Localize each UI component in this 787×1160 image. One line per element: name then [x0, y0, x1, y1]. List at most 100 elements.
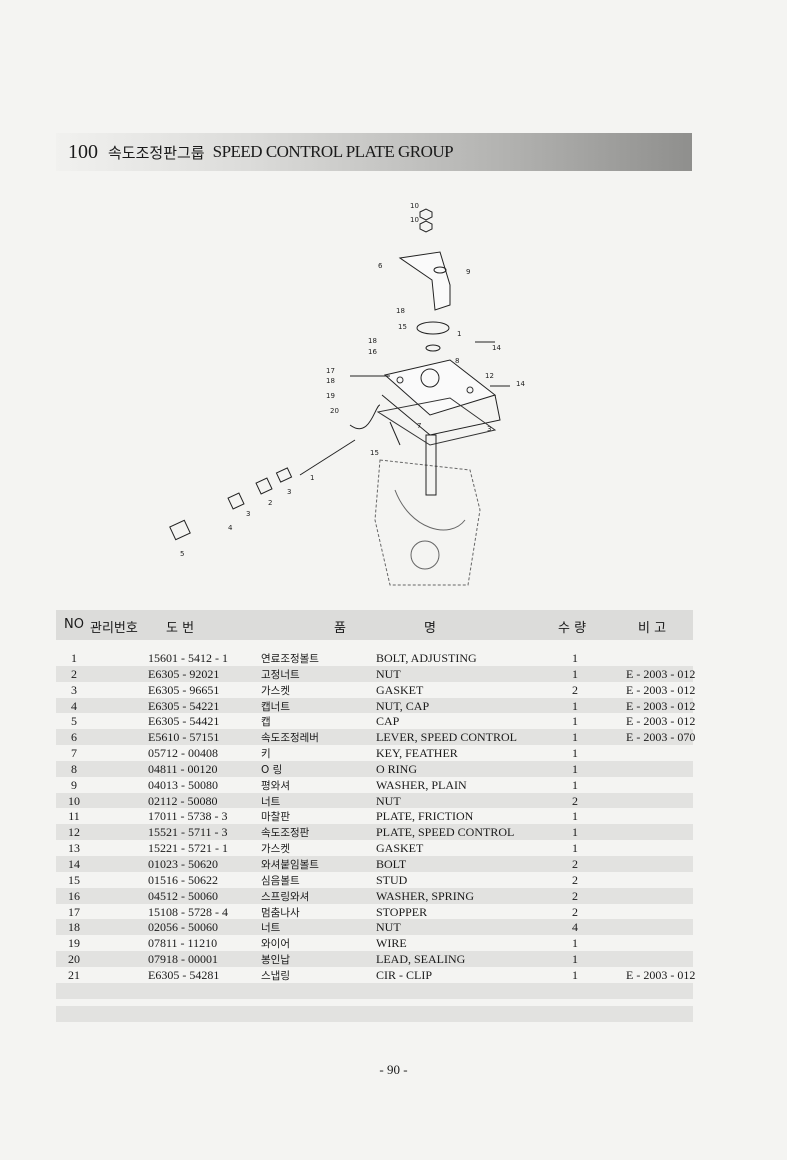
quantity: 4 [572, 920, 578, 935]
remark: E - 2003 - 012 [626, 967, 696, 982]
svg-text:12: 12 [485, 372, 494, 380]
row-number: 21 [68, 967, 80, 982]
svg-text:5: 5 [180, 550, 184, 558]
part-number: E6305 - 54421 [148, 714, 220, 729]
svg-text:1: 1 [310, 474, 314, 482]
part-name-english: STUD [376, 872, 408, 887]
remark: E - 2003 - 012 [626, 714, 696, 729]
part-number: 04811 - 00120 [148, 761, 218, 776]
part-number: E6305 - 54281 [148, 967, 220, 982]
page-number: - 90 - [379, 1062, 408, 1077]
part-number: E5610 - 57151 [148, 730, 220, 745]
part-name-korean: 가스켓 [261, 684, 290, 697]
row-number: 3 [71, 682, 77, 697]
part-name-korean: 고정너트 [261, 668, 300, 681]
quantity: 2 [572, 682, 578, 697]
part-name-english: KEY, FEATHER [376, 746, 458, 761]
row-number: 7 [71, 746, 77, 761]
part-name-english: LEAD, SEALING [376, 952, 466, 967]
svg-text:20: 20 [330, 407, 339, 415]
quantity: 1 [572, 746, 578, 761]
part-name-english: NUT, CAP [376, 698, 430, 713]
quantity: 1 [572, 698, 578, 713]
row-number: 20 [68, 952, 80, 967]
svg-text:2: 2 [268, 499, 272, 507]
svg-text:9: 9 [466, 268, 470, 276]
quantity: 1 [572, 761, 578, 776]
svg-text:1: 1 [457, 330, 461, 338]
header-drawing-number: 도 번 [166, 621, 195, 636]
header-no: NO [64, 617, 84, 632]
part-name-korean: 키 [261, 748, 271, 761]
header-item-name-2: 명 [424, 621, 436, 636]
part-name-korean: 캡 [261, 716, 271, 729]
quantity: 1 [572, 967, 578, 982]
row-number: 4 [71, 698, 77, 713]
part-name-english: WASHER, PLAIN [376, 777, 467, 792]
quantity: 1 [572, 651, 578, 665]
part-name-korean: 와셔붙임볼트 [261, 858, 319, 871]
quantity: 1 [572, 952, 578, 967]
row-number: 16 [68, 888, 80, 903]
row-number: 11 [68, 809, 80, 824]
part-name-english: PLATE, SPEED CONTROL [376, 825, 515, 840]
svg-text:15: 15 [398, 323, 407, 331]
part-name-english: NUT [376, 666, 401, 681]
part-number: 04013 - 50080 [148, 777, 218, 792]
part-name-korean: 멈춤나사 [261, 906, 300, 919]
part-number: 02056 - 50060 [148, 920, 218, 935]
svg-text:16: 16 [368, 348, 377, 356]
part-name-korean: 스프링와셔 [261, 890, 310, 903]
part-number: E6305 - 96651 [148, 682, 220, 697]
quantity: 2 [572, 793, 578, 808]
row-number: 9 [71, 777, 77, 792]
part-number: 02112 - 50080 [148, 793, 218, 808]
part-name-english: WIRE [376, 936, 407, 951]
part-number: 05712 - 00408 [148, 746, 218, 761]
part-name-english: CAP [376, 714, 400, 729]
section-number: 100 [68, 140, 98, 163]
part-name-korean: 스냅링 [261, 969, 290, 982]
svg-text:7: 7 [417, 422, 421, 430]
svg-text:10: 10 [410, 216, 419, 224]
quantity: 2 [572, 856, 578, 871]
header-management-number: 관리번호 [90, 621, 138, 636]
row-number: 17 [68, 904, 80, 919]
remark: E - 2003 - 012 [626, 682, 696, 697]
quantity: 1 [572, 777, 578, 792]
row-number: 2 [71, 666, 77, 681]
remark: E - 2003 - 070 [626, 730, 696, 745]
section-title-korean: 속도조정판그룹 [108, 143, 205, 162]
part-number: 15108 - 5728 - 4 [148, 904, 228, 919]
part-name-english: WASHER, SPRING [376, 888, 475, 903]
table-row: 21 E6305 - 54281 스냅링 CIR - CLIP 1 E - 2003 - … [56, 967, 696, 983]
svg-text:3: 3 [246, 510, 250, 518]
quantity: 2 [572, 888, 578, 903]
part-name-english: CIR - CLIP [376, 967, 433, 982]
part-number: E6305 - 54221 [148, 698, 220, 713]
part-name-korean: 너트 [261, 795, 281, 808]
header-item-name-1: 품 [334, 621, 346, 636]
svg-text:10: 10 [410, 202, 419, 210]
table-row: 9 04013 - 50080 평와셔 WASHER, PLAIN 1 [56, 777, 693, 793]
quantity: 2 [572, 904, 578, 919]
header-quantity: 수 량 [558, 621, 587, 636]
part-number: 07918 - 00001 [148, 952, 218, 967]
svg-text:18: 18 [396, 307, 405, 315]
part-name-korean: 가스켓 [261, 843, 290, 856]
part-name-korean: 심음볼트 [261, 874, 300, 887]
part-name-korean: 평와셔 [261, 779, 290, 792]
svg-text:4: 4 [228, 524, 233, 532]
svg-text:19: 19 [326, 392, 335, 400]
row-number: 8 [71, 761, 77, 776]
